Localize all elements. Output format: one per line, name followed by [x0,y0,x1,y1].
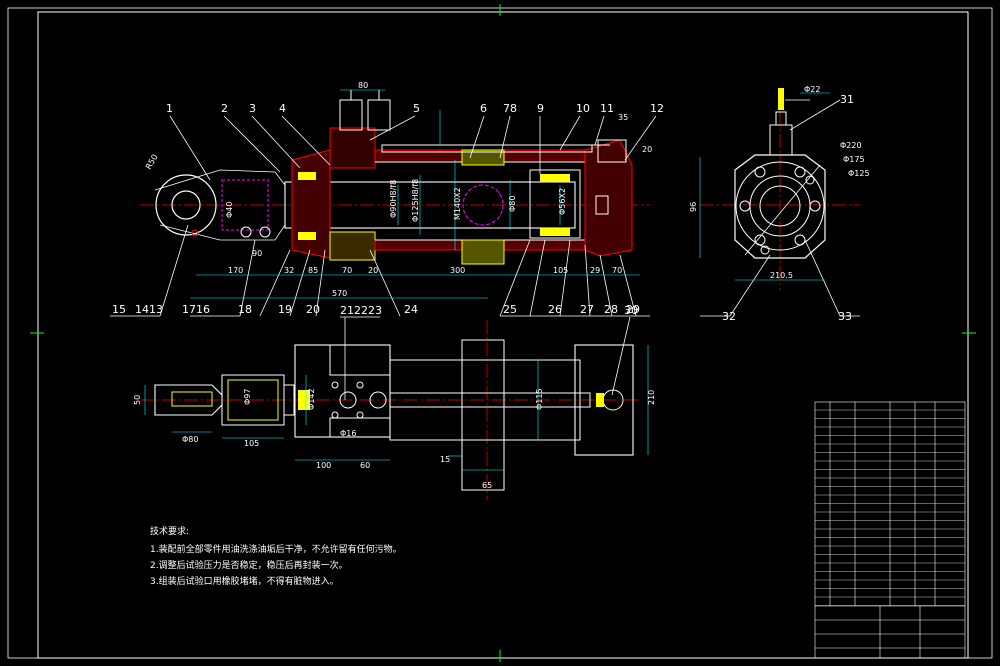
svg-text:15: 15 [440,455,450,464]
svg-text:80: 80 [358,81,368,90]
svg-text:105: 105 [244,439,259,448]
tech-note-3: 3.组装后试验口用橡胶堵堵，不得有脏物进入。 [150,575,339,587]
svg-text:Φ220: Φ220 [840,141,862,150]
lower-view [140,316,649,500]
svg-text:300: 300 [450,266,465,275]
callout-27: 27 [580,303,594,316]
callout-31: 31 [840,93,854,106]
svg-text:65: 65 [482,481,492,490]
callout-4: 4 [279,102,286,115]
svg-text:60: 60 [360,461,370,470]
svg-text:Φ142: Φ142 [307,388,316,410]
svg-text:Φ80: Φ80 [182,435,198,444]
callout-25: 25 [503,303,517,316]
inner-border [37,11,969,659]
callout-29: 29 [626,303,640,316]
leaders-bottom [110,224,650,317]
svg-text:Φ115: Φ115 [535,388,544,410]
svg-text:210.5: 210.5 [770,271,793,280]
center-marks [30,4,976,662]
tech-notes-title: 技术要求: [150,525,189,537]
svg-text:Φ97: Φ97 [243,389,252,405]
svg-text:Φ125H8/f8: Φ125H8/f8 [411,179,420,222]
rod-eye-inner [171,190,201,220]
title-block-rows [815,409,965,606]
callout-32: 32 [722,310,736,323]
callout-2: 2 [221,102,228,115]
svg-text:100: 100 [316,461,331,470]
svg-text:85: 85 [308,266,318,275]
callout-19: 19 [278,303,292,316]
svg-text:Φ90H8/f8: Φ90H8/f8 [389,180,398,218]
leaders-top [169,115,657,181]
svg-text:Φ40: Φ40 [225,202,234,218]
svg-text:70: 70 [612,266,622,275]
side-view-texts: 31 32 33 Φ22 Φ220 Φ175 Φ125 96 210.5 [689,85,870,323]
callout-5: 5 [413,102,420,115]
svg-text:105: 105 [553,266,568,275]
callout-24: 24 [404,303,418,316]
svg-text:96: 96 [689,202,698,212]
callouts-main: 1 2 3 4 5 6 78 9 10 11 12 15 1413 1716 1… [112,102,664,316]
callout-20: 20 [306,303,320,316]
callout-28: 28 [604,303,618,316]
callout-18: 18 [238,303,252,316]
svg-text:Φ22: Φ22 [804,85,820,94]
callout-3: 3 [249,102,256,115]
callout-12: 12 [650,102,664,115]
callout-6: 6 [480,102,487,115]
lower-view-texts: 212223 30 50 Φ80 Φ97 105 Φ142 Φ16 100 60… [133,304,656,490]
svg-text:29: 29 [590,266,600,275]
svg-text:50: 50 [133,395,142,405]
svg-text:20: 20 [642,145,652,154]
svg-text:20: 20 [368,266,378,275]
rod-eye-outer [155,174,217,236]
callout-33: 33 [838,310,852,323]
svg-text:70: 70 [342,266,352,275]
callout-30: 30 [624,304,638,317]
callout-11: 11 [600,102,614,115]
callout-9: 9 [537,102,544,115]
tech-note-1: 1.装配前全部零件用油洗涤油垢后干净，不允许留有任何污物。 [150,543,402,555]
svg-text:35: 35 [618,113,628,122]
dimension-lines-main [190,89,640,299]
svg-text:570: 570 [332,289,347,298]
svg-text:Φ16: Φ16 [340,429,356,438]
tech-note-2: 2.调整后试验压力是否稳定，稳压后再封装一次。 [150,559,348,571]
svg-text:Φ56X2: Φ56X2 [558,188,567,215]
callout-15: 15 [112,303,126,316]
svg-text:90: 90 [252,249,262,258]
svg-text:Φ125: Φ125 [848,169,870,178]
callout-1: 1 [166,102,173,115]
svg-text:210: 210 [647,390,656,405]
callout-1413: 1413 [135,303,163,316]
technical-notes: 技术要求: 1.装配前全部零件用油洗涤油垢后干净，不允许留有任何污物。 2.调整… [150,525,402,587]
callout-10: 10 [576,102,590,115]
svg-text:32: 32 [284,266,294,275]
side-circle-220 [735,161,825,251]
dimension-texts-main: 80 35 20 R50 Φ40 90 Φ90H8/f8 Φ125H8/f8 M… [144,81,652,298]
main-section-view [110,89,657,317]
svg-text:Φ175: Φ175 [843,155,865,164]
svg-text:R50: R50 [144,153,160,171]
callout-212223: 212223 [340,304,382,317]
side-view [699,88,860,317]
title-block [814,401,966,659]
svg-text:M140X2: M140X2 [453,187,462,220]
svg-text:170: 170 [228,266,243,275]
svg-text:Φ80: Φ80 [508,196,517,212]
callout-1716: 1716 [182,303,210,316]
callout-78: 78 [503,102,517,115]
callout-26: 26 [548,303,562,316]
